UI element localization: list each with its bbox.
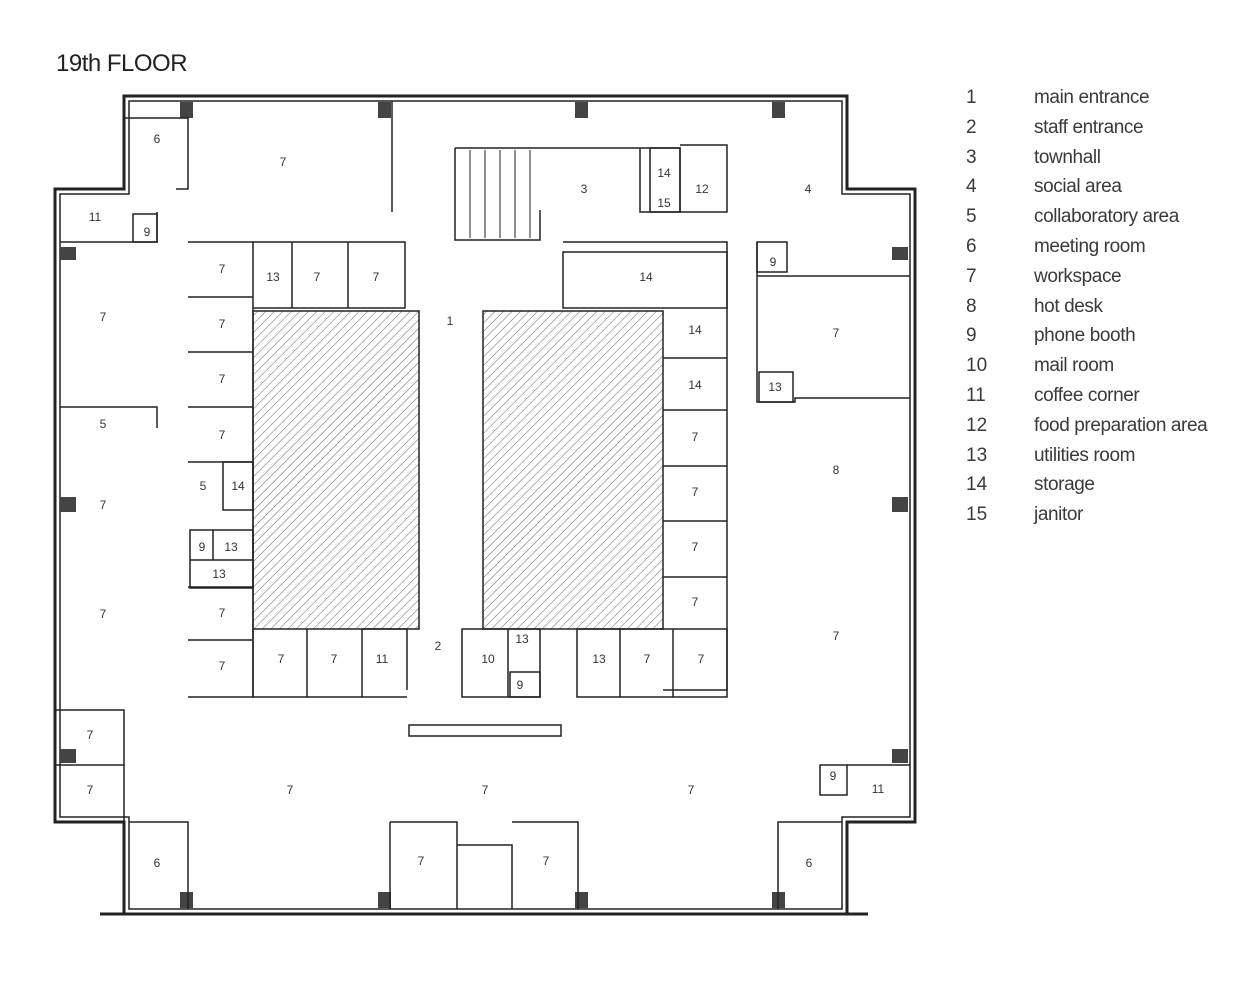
room-label: 7 bbox=[692, 485, 699, 499]
room-label: 15 bbox=[657, 196, 671, 210]
room-label: 5 bbox=[100, 417, 107, 431]
room-label: 1 bbox=[447, 314, 454, 328]
room-labels: 6 7 3 4 14 12 15 11 9 7 13 7 7 14 9 7 1 … bbox=[87, 132, 885, 870]
legend-label: hot desk bbox=[1034, 295, 1103, 317]
room-label: 9 bbox=[517, 678, 524, 692]
legend-label: coffee corner bbox=[1034, 384, 1140, 406]
legend-number: 3 bbox=[966, 146, 977, 168]
room-label: 7 bbox=[373, 270, 380, 284]
room-label: 9 bbox=[770, 255, 777, 269]
room-label: 11 bbox=[89, 210, 102, 224]
room-label: 14 bbox=[639, 270, 653, 284]
legend-number: 4 bbox=[966, 176, 977, 198]
room-label: 2 bbox=[435, 639, 442, 653]
room-label: 5 bbox=[200, 479, 207, 493]
legend-label: meeting room bbox=[1034, 235, 1146, 257]
legend-number: 10 bbox=[966, 355, 988, 377]
legend-number: 14 bbox=[966, 474, 988, 496]
room-label: 7 bbox=[280, 155, 287, 169]
legend-number: 8 bbox=[966, 295, 977, 317]
room-label: 7 bbox=[87, 783, 94, 797]
room-label: 13 bbox=[212, 567, 226, 581]
room-label: 14 bbox=[231, 479, 245, 493]
room-label: 7 bbox=[331, 652, 338, 666]
room-label: 7 bbox=[219, 317, 226, 331]
room-label: 7 bbox=[219, 659, 226, 673]
legend-number: 12 bbox=[966, 414, 988, 436]
legend-label: collaboratory area bbox=[1034, 206, 1179, 228]
room-label: 7 bbox=[100, 498, 107, 512]
room-label: 13 bbox=[515, 632, 529, 646]
room-label: 7 bbox=[833, 629, 840, 643]
room-label: 7 bbox=[688, 783, 695, 797]
legend-label: food preparation area bbox=[1034, 414, 1208, 436]
partitions bbox=[55, 101, 910, 909]
room-label: 14 bbox=[688, 323, 702, 337]
room-label: 7 bbox=[287, 783, 294, 797]
legend-label: main entrance bbox=[1034, 87, 1150, 108]
room-label: 8 bbox=[833, 463, 840, 477]
room-label: 14 bbox=[657, 166, 671, 180]
room-label: 6 bbox=[806, 856, 813, 870]
legend-label: storage bbox=[1034, 474, 1095, 496]
inner-walls bbox=[59, 100, 911, 916]
room-label: 7 bbox=[418, 854, 425, 868]
room-label: 7 bbox=[219, 428, 226, 442]
room-label: 7 bbox=[219, 262, 226, 276]
legend-number: 6 bbox=[966, 235, 977, 257]
legend-number: 2 bbox=[966, 116, 977, 138]
legend-label: phone booth bbox=[1034, 325, 1136, 347]
room-label: 7 bbox=[833, 326, 840, 340]
legend-label: mail room bbox=[1034, 355, 1114, 377]
room-label: 14 bbox=[688, 378, 702, 392]
legend-label: utilities room bbox=[1034, 444, 1136, 466]
room-label: 7 bbox=[314, 270, 321, 284]
legend-number: 1 bbox=[966, 87, 977, 108]
floor-title: 19th FLOOR bbox=[56, 50, 188, 77]
room-label: 7 bbox=[87, 728, 94, 742]
room-label: 11 bbox=[376, 652, 389, 666]
room-label: 9 bbox=[144, 225, 151, 239]
room-label: 7 bbox=[692, 430, 699, 444]
room-label: 7 bbox=[482, 783, 489, 797]
room-label: 6 bbox=[154, 856, 161, 870]
room-label: 7 bbox=[278, 652, 285, 666]
room-label: 9 bbox=[830, 769, 837, 783]
legend-label: townhall bbox=[1034, 146, 1101, 168]
legend-label: social area bbox=[1034, 176, 1122, 198]
room-label: 9 bbox=[199, 540, 206, 554]
room-label: 7 bbox=[100, 310, 107, 324]
room-label: 7 bbox=[100, 607, 107, 621]
legend-label: workspace bbox=[1034, 265, 1122, 287]
room-label: 13 bbox=[592, 652, 606, 666]
legend-number: 5 bbox=[966, 206, 977, 228]
room-label: 7 bbox=[219, 372, 226, 386]
townhall-stairs bbox=[469, 150, 531, 238]
legend-number: 9 bbox=[966, 325, 977, 347]
room-label: 10 bbox=[481, 652, 495, 666]
room-label: 13 bbox=[224, 540, 238, 554]
room-label: 7 bbox=[698, 652, 705, 666]
columns bbox=[60, 102, 908, 908]
legend-number: 7 bbox=[966, 265, 977, 287]
room-label: 4 bbox=[805, 182, 812, 196]
room-label: 7 bbox=[692, 540, 699, 554]
legend-number: 13 bbox=[966, 444, 988, 466]
legend-label: janitor bbox=[1034, 504, 1083, 526]
room-label: 6 bbox=[154, 132, 161, 146]
legend-number: 11 bbox=[966, 384, 986, 406]
room-label: 13 bbox=[266, 270, 280, 284]
core-shafts bbox=[252, 310, 664, 630]
legend-number: 15 bbox=[966, 504, 988, 526]
legend-label: staff entrance bbox=[1034, 116, 1144, 138]
room-label: 7 bbox=[543, 854, 550, 868]
room-label: 13 bbox=[768, 380, 782, 394]
room-label: 11 bbox=[872, 782, 885, 796]
room-label: 12 bbox=[695, 182, 709, 196]
room-label: 3 bbox=[581, 182, 588, 196]
room-label: 7 bbox=[644, 652, 651, 666]
room-label: 7 bbox=[219, 606, 226, 620]
room-label: 7 bbox=[692, 595, 699, 609]
